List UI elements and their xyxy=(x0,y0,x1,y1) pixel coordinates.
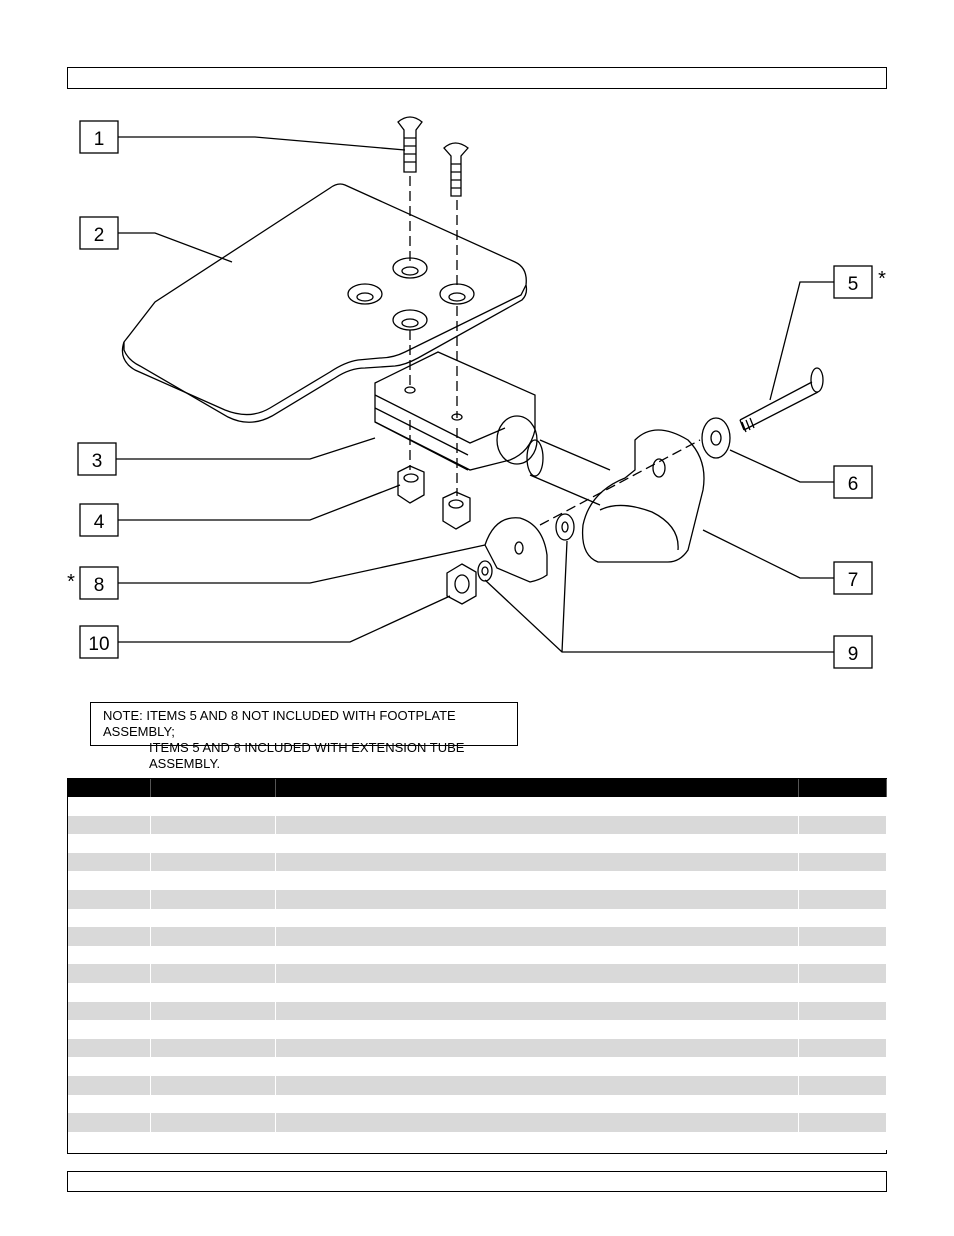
page-header-bar xyxy=(67,67,887,89)
note-line-1: NOTE: ITEMS 5 AND 8 NOT INCLUDED WITH FO… xyxy=(103,708,456,739)
clamp-block-part xyxy=(374,351,536,471)
callout-label-7: 7 xyxy=(848,570,859,591)
callout-label-6: 6 xyxy=(848,474,859,495)
callout-label-5: 5 xyxy=(848,274,859,295)
callout-box-10 xyxy=(79,625,119,659)
callout-box-4 xyxy=(79,503,119,537)
table-row xyxy=(68,834,887,853)
table-row xyxy=(68,871,887,890)
small-washer-part xyxy=(477,560,493,582)
parts-list-table xyxy=(67,778,887,1154)
table-row xyxy=(68,1075,887,1095)
table-row xyxy=(68,1131,887,1151)
table-row xyxy=(68,945,887,965)
callout-box-1 xyxy=(79,120,119,154)
callout-label-3: 3 xyxy=(92,451,103,472)
callout-box-5 xyxy=(833,265,873,299)
locknut-part xyxy=(446,563,477,605)
table-header-row xyxy=(68,779,887,797)
callout-box-3 xyxy=(77,442,117,476)
note-line-2: ITEMS 5 AND 8 INCLUDED WITH EXTENSION TU… xyxy=(149,740,465,771)
table-row xyxy=(68,1113,887,1132)
callout-box-9 xyxy=(833,635,873,669)
footplate-part xyxy=(121,183,527,416)
table-row xyxy=(68,889,887,909)
callout-asterisk-8: * xyxy=(67,571,75,593)
screw-part xyxy=(443,142,469,197)
callout-box-7 xyxy=(833,561,873,595)
table-row xyxy=(68,927,887,946)
callout-box-2 xyxy=(79,216,119,250)
table-row xyxy=(68,1094,887,1114)
table-row xyxy=(68,797,887,816)
callout-label-9: 9 xyxy=(848,644,859,665)
table-row xyxy=(68,852,887,872)
callout-label-10: 10 xyxy=(88,634,109,655)
assembly-note: NOTE: ITEMS 5 AND 8 NOT INCLUDED WITH FO… xyxy=(90,702,518,771)
callout-label-4: 4 xyxy=(94,512,105,533)
callout-label-1: 1 xyxy=(94,129,105,150)
clamp-body-part xyxy=(581,429,705,563)
table-row xyxy=(68,1001,887,1021)
nut-part xyxy=(397,465,425,504)
callout-label-2: 2 xyxy=(94,225,105,246)
table-row xyxy=(68,815,887,835)
nut-part xyxy=(442,491,471,530)
screw-part xyxy=(397,116,423,173)
callout-box-8 xyxy=(79,566,119,600)
callout-asterisk-5: * xyxy=(878,268,886,290)
table-row xyxy=(68,1057,887,1076)
bolt-part xyxy=(739,381,819,431)
table-row xyxy=(68,982,887,1002)
small-washer-part xyxy=(555,513,575,541)
table-row xyxy=(68,1038,887,1058)
exploded-parts-diagram: 1 2 3 4 5 6 7 8 9 10 * * xyxy=(67,116,886,669)
pad-part xyxy=(484,517,548,583)
table-row xyxy=(68,908,887,928)
callout-label-8: 8 xyxy=(94,575,105,596)
table-row xyxy=(68,964,887,983)
washer-part xyxy=(701,417,731,459)
callout-box-6 xyxy=(833,465,873,499)
table-row xyxy=(68,1020,887,1039)
page-footer-bar xyxy=(67,1171,887,1192)
